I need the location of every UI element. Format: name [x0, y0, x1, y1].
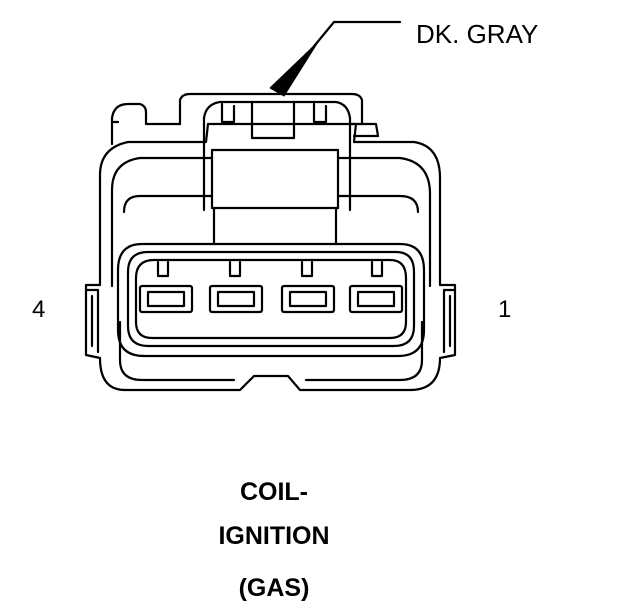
pin-number-left: 4 — [32, 296, 46, 323]
pin-number-right: 1 — [498, 296, 512, 323]
caption-line-1: COIL- — [239, 478, 309, 506]
wire-color-label: DK. GRAY — [416, 19, 539, 49]
terminal-2 — [280, 260, 336, 314]
caption-line-3: (GAS) — [238, 574, 310, 602]
connector-housing — [84, 92, 457, 392]
callout-arrow — [269, 20, 402, 97]
terminal-3 — [208, 260, 264, 314]
terminal-cavity — [116, 242, 426, 358]
terminal-1 — [348, 260, 404, 314]
caption-line-2: IGNITION — [218, 522, 330, 550]
terminal-4 — [138, 260, 194, 314]
